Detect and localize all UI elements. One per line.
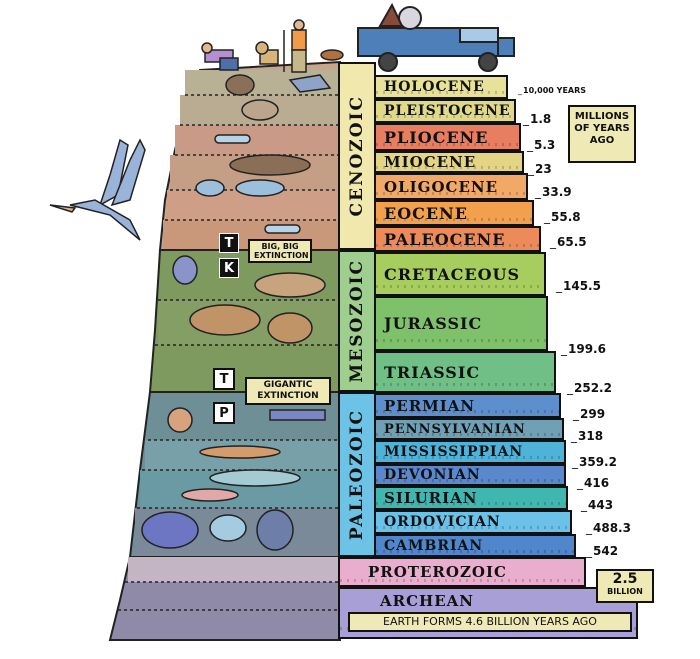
period-label: MIOCENE: [384, 153, 477, 171]
billion-callout: 2.5 BILLION: [596, 569, 654, 603]
period-mississippian: MISSISSIPPIAN: [376, 440, 566, 464]
age-label: 5.3: [527, 138, 555, 152]
period-permian: PERMIAN: [376, 393, 561, 418]
age-label: 488.3: [586, 521, 631, 535]
period-label: EOCENE: [384, 203, 468, 223]
period-label: PALEOCENE: [384, 229, 506, 249]
billion-value: 2.5: [612, 571, 638, 587]
period-silurian: SILURIAN: [376, 486, 568, 510]
period-pleistocene: PLEISTOCENE: [376, 99, 516, 123]
period-label: ORDOVICIAN: [384, 514, 501, 530]
age-label: 416: [577, 476, 609, 490]
period-label: MISSISSIPPIAN: [384, 444, 524, 460]
pterosaur-illustration: [49, 138, 146, 241]
period-proterozoic: PROTEROZOIC: [338, 557, 586, 587]
age-label: 542: [586, 544, 618, 558]
era-label: MESOZOIC: [347, 259, 367, 383]
holocene-note: 10,000 YEARS: [518, 86, 586, 95]
period-label: PLIOCENE: [384, 127, 489, 147]
age-label: 33.9: [535, 185, 572, 199]
period-label: DEVONIAN: [384, 467, 481, 483]
period-triassic: TRIASSIC: [376, 351, 556, 393]
era-label: CENOZOIC: [347, 95, 367, 217]
age-label: 299: [573, 407, 605, 421]
period-label: ARCHEAN: [380, 592, 474, 610]
period-paleocene: PALEOCENE: [376, 226, 541, 252]
age-label: 199.6: [561, 342, 606, 356]
period-ordovician: ORDOVICIAN: [376, 510, 572, 534]
period-devonian: DEVONIAN: [376, 464, 566, 486]
age-label: 65.5: [550, 235, 587, 249]
units-callout: MILLIONS OF YEARS AGO: [568, 105, 636, 163]
period-oligocene: OLIGOCENE: [376, 173, 528, 200]
period-label: JURASSIC: [384, 314, 483, 333]
period-label: SILURIAN: [384, 489, 478, 507]
age-label: 1.8: [523, 112, 551, 126]
extinction-marker-t2: T: [213, 368, 235, 390]
age-label: 23: [528, 162, 552, 176]
period-holocene: HOLOCENE: [376, 75, 508, 99]
period-label: TRIASSIC: [384, 362, 481, 382]
extinction-marker-t: T: [219, 233, 239, 253]
extinction-marker-k: K: [219, 258, 239, 278]
period-label: HOLOCENE: [384, 79, 485, 95]
age-label: 318: [571, 429, 603, 443]
period-label: PROTEROZOIC: [368, 563, 507, 581]
pickup-truck-illustration: [357, 2, 515, 72]
era-mesozoic: MESOZOIC: [338, 250, 376, 392]
period-label: PERMIAN: [384, 396, 476, 415]
period-miocene: MIOCENE: [376, 151, 524, 173]
billion-unit: BILLION: [607, 587, 643, 596]
period-jurassic: JURASSIC: [376, 296, 548, 351]
extinction-marker-p: P: [213, 402, 235, 424]
age-label: 443: [581, 498, 613, 512]
age-label: 55.8: [544, 210, 581, 224]
period-pennsylvanian: PENNSYLVANIAN: [376, 418, 564, 440]
era-label: PALEOZOIC: [347, 408, 367, 541]
period-cambrian: CAMBRIAN: [376, 534, 576, 557]
period-pliocene: PLIOCENE: [376, 123, 521, 151]
earth-forms-callout: EARTH FORMS 4.6 BILLION YEARS AGO: [348, 612, 632, 632]
era-cenozoic: CENOZOIC: [338, 62, 376, 250]
big-big-extinction-label: BIG, BIG EXTINCTION: [248, 239, 312, 263]
period-eocene: EOCENE: [376, 200, 534, 226]
age-label: 252.2: [567, 381, 612, 395]
gigantic-extinction-label: GIGANTIC EXTINCTION: [245, 377, 331, 405]
period-label: OLIGOCENE: [384, 177, 499, 196]
period-cretaceous: CRETACEOUS: [376, 252, 546, 296]
period-label: PENNSYLVANIAN: [384, 421, 526, 437]
age-label: 145.5: [556, 279, 601, 293]
period-label: PLEISTOCENE: [384, 103, 511, 119]
era-paleozoic: PALEOZOIC: [338, 392, 376, 557]
period-label: CAMBRIAN: [384, 537, 484, 554]
period-label: CRETACEOUS: [384, 264, 521, 284]
age-label: 359.2: [572, 455, 617, 469]
